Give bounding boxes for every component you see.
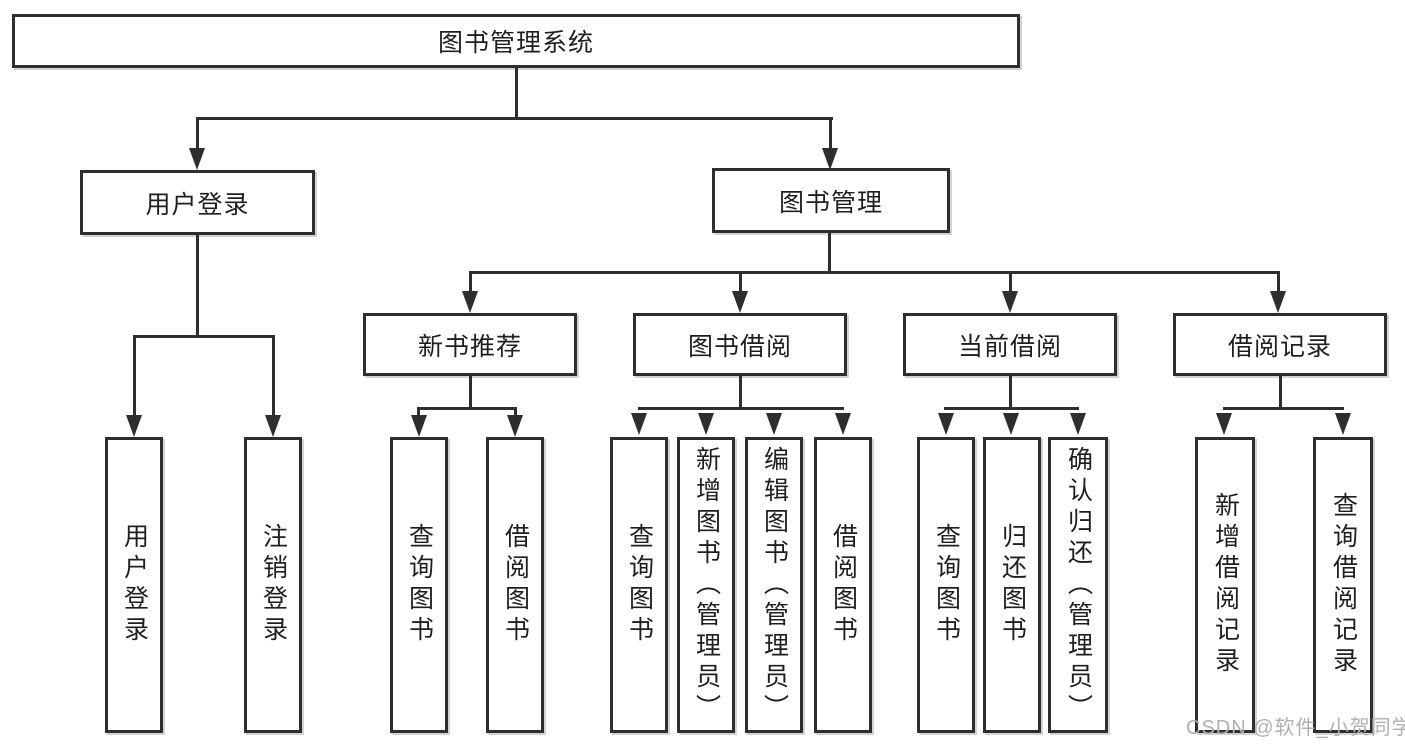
leaf-query-borrow-record: 查询借阅记录 [1313,437,1373,733]
arrow-down-icon [462,291,478,313]
connector-line [638,407,844,410]
leaf-return-book: 归还图书 [983,437,1041,733]
node-book-management-label: 图书管理 [778,188,883,217]
connector-line [944,407,1079,410]
connector-line [196,117,833,120]
leaf-add-borrow-record: 新增借阅记录 [1195,437,1255,733]
connector-line [417,407,420,419]
arrow-down-icon [411,415,427,437]
connector-line [1279,376,1282,409]
connector-line [133,335,275,338]
connector-line [515,66,518,120]
connector-line [133,335,136,419]
connector-line [739,376,742,409]
connector-line [196,233,199,337]
connector-line [469,376,472,409]
leaf-recommend-borrow-book-label: 借阅图书 [501,523,530,647]
node-root: 图书管理系统 [12,14,1020,68]
leaf-current-query-book: 查询图书 [917,437,975,733]
arrow-down-icon [1002,291,1018,313]
leaf-current-query-book-label: 查询图书 [932,523,961,647]
leaf-add-book-admin: 新增图书（管理员） [677,437,735,733]
node-book-borrow-label: 图书借阅 [687,332,792,361]
leaf-borrow-query-book-label: 查询图书 [625,523,654,647]
arrow-down-icon [507,415,523,437]
arrow-down-icon [265,415,281,437]
leaf-recommend-query-book-label: 查询图书 [405,523,434,647]
connector-line [196,117,199,152]
node-root-label: 图书管理系统 [437,29,594,57]
leaf-edit-book-admin-label: 编辑图书（管理员） [760,445,789,725]
node-new-book-recommend: 新书推荐 [363,313,577,376]
arrow-down-icon [732,291,748,313]
node-current-borrow: 当前借阅 [903,313,1117,376]
node-current-borrow-label: 当前借阅 [957,332,1062,361]
connector-line [514,407,517,419]
arrow-down-icon [1003,413,1019,435]
leaf-edit-book-admin: 编辑图书（管理员） [745,437,803,733]
leaf-borrow-book: 借阅图书 [814,437,872,733]
arrow-down-icon [835,413,851,435]
connector-line [1277,271,1280,295]
node-user-login: 用户登录 [80,170,315,235]
leaf-user-login: 用户登录 [105,437,163,733]
leaf-confirm-return-admin-label: 确认归还（管理员） [1064,445,1093,725]
arrow-down-icon [822,148,838,170]
connector-line [417,407,517,410]
connector-line [1009,376,1012,409]
leaf-logout-label: 注销登录 [259,523,288,647]
node-new-book-recommend-label: 新书推荐 [417,332,522,361]
node-borrow-record: 借阅记录 [1173,313,1387,376]
connector-line [1009,271,1012,295]
node-book-borrow: 图书借阅 [633,313,847,376]
csdn-watermark: CSDN @软件_小贺同学 [1186,717,1405,739]
arrow-down-icon [126,415,142,437]
leaf-query-borrow-record-label: 查询借阅记录 [1329,492,1358,678]
node-book-management: 图书管理 [712,168,950,233]
arrow-down-icon [189,148,205,170]
leaf-borrow-book-label: 借阅图书 [829,523,858,647]
arrow-down-icon [1070,413,1086,435]
leaf-return-book-label: 归还图书 [998,523,1027,647]
leaf-add-book-admin-label: 新增图书（管理员） [692,445,721,725]
leaf-borrow-query-book: 查询图书 [610,437,668,733]
connector-line [829,117,832,152]
leaf-recommend-borrow-book: 借阅图书 [486,437,544,733]
connector-line [469,271,472,295]
node-borrow-record-label: 借阅记录 [1227,332,1332,361]
connector-line [1223,407,1344,410]
connector-line [469,271,1280,274]
connector-line [272,335,275,419]
connector-line [739,271,742,295]
leaf-logout: 注销登录 [244,437,302,733]
node-user-login-label: 用户登录 [145,190,250,219]
arrow-down-icon [766,413,782,435]
arrow-down-icon [698,413,714,435]
leaf-add-borrow-record-label: 新增借阅记录 [1211,492,1240,678]
arrow-down-icon [1216,413,1232,435]
leaf-user-login-label: 用户登录 [120,523,149,647]
arrow-down-icon [938,413,954,435]
arrow-down-icon [1335,413,1351,435]
arrow-down-icon [1270,291,1286,313]
leaf-recommend-query-book: 查询图书 [390,437,448,733]
leaf-confirm-return-admin: 确认归还（管理员） [1048,437,1108,733]
connector-line [828,231,831,274]
arrow-down-icon [631,413,647,435]
